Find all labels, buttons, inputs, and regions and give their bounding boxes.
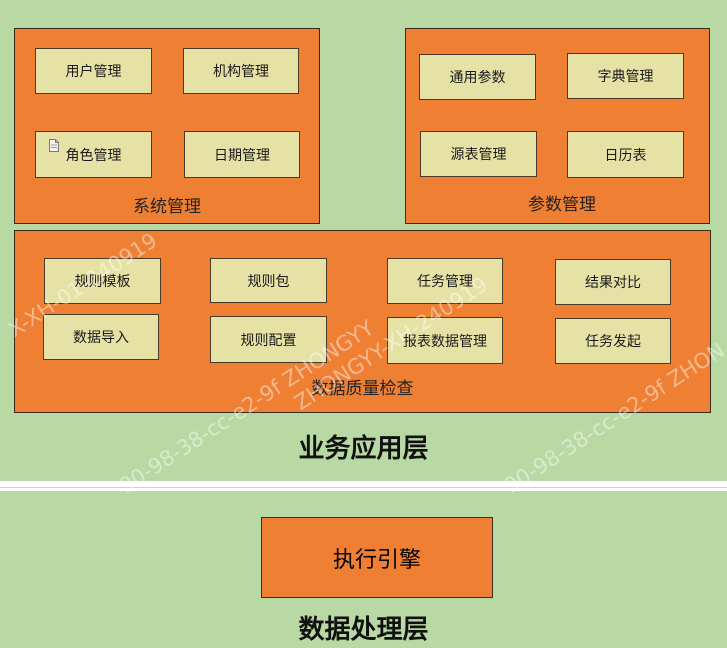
document-icon xyxy=(49,139,59,152)
module-general-params[interactable]: 通用参数 xyxy=(419,54,536,100)
module-label: 规则配置 xyxy=(240,332,297,349)
data-quality-check-label: 数据质量检查 xyxy=(311,379,414,399)
module-user-management[interactable]: 用户管理 xyxy=(35,48,152,94)
data-layer-title: 数据处理层 xyxy=(298,615,429,645)
system-management-label: 系统管理 xyxy=(133,197,201,217)
layer-divider xyxy=(0,487,727,488)
module-org-management[interactable]: 机构管理 xyxy=(183,48,299,94)
business-layer-title: 业务应用层 xyxy=(298,434,429,464)
module-label: 日历表 xyxy=(604,147,647,164)
module-rule-template[interactable]: 规则模板 xyxy=(44,258,161,304)
module-label: 任务发起 xyxy=(585,334,641,350)
module-report-data-management[interactable]: 报表数据管理 xyxy=(387,317,503,364)
module-label: 用户管理 xyxy=(65,64,122,80)
business-layer: 用户管理 机构管理 角色管理 日期管理 系统管理 通用参数 字典管理 源表管理 … xyxy=(0,0,727,481)
module-task-launch[interactable]: 任务发起 xyxy=(555,318,671,364)
module-label: 数据导入 xyxy=(73,330,129,346)
parameter-management-label: 参数管理 xyxy=(528,195,596,215)
module-label: 字典管理 xyxy=(597,69,654,85)
module-label: 源表管理 xyxy=(450,147,507,163)
module-label: 通用参数 xyxy=(449,70,506,86)
module-data-import[interactable]: 数据导入 xyxy=(43,314,159,360)
module-source-table-management[interactable]: 源表管理 xyxy=(420,131,537,177)
module-result-compare[interactable]: 结果对比 xyxy=(555,259,671,305)
module-label: 结果对比 xyxy=(585,275,641,291)
module-label: 报表数据管理 xyxy=(403,333,487,350)
module-label: 任务管理 xyxy=(417,274,473,290)
module-dictionary-management[interactable]: 字典管理 xyxy=(567,53,684,99)
module-calendar[interactable]: 日历表 xyxy=(567,131,684,178)
module-label: 机构管理 xyxy=(213,64,269,80)
module-role-management[interactable]: 角色管理 xyxy=(35,131,152,178)
module-label: 规则模板 xyxy=(74,274,131,290)
module-label: 规则包 xyxy=(247,273,290,290)
module-rule-package[interactable]: 规则包 xyxy=(210,258,327,303)
data-processing-layer: 执行引擎 数据处理层 xyxy=(0,491,727,648)
module-label: 日期管理 xyxy=(214,147,270,164)
execution-engine-label: 执行引擎 xyxy=(332,547,421,573)
execution-engine[interactable]: 执行引擎 xyxy=(261,517,493,598)
module-rule-config[interactable]: 规则配置 xyxy=(210,316,327,363)
module-label: 角色管理 xyxy=(65,147,122,164)
module-date-management[interactable]: 日期管理 xyxy=(184,131,300,178)
module-task-management[interactable]: 任务管理 xyxy=(387,258,503,304)
